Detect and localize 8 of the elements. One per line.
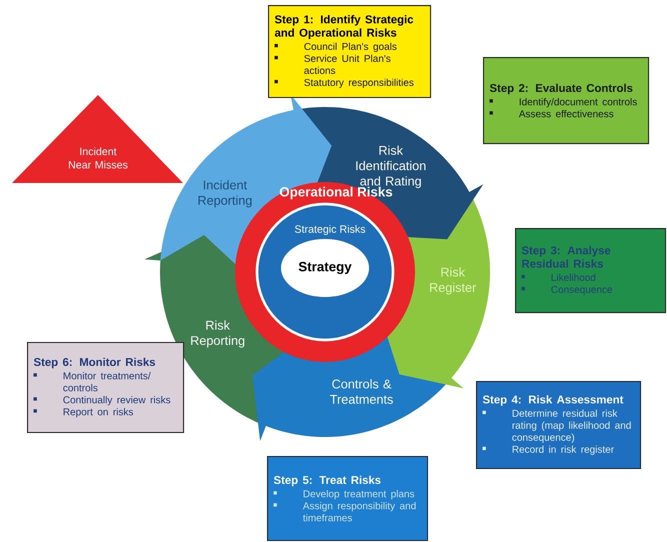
step-box: Step 5: Treat Risks Develop treatment plans Assign responsibility and timeframes (267, 456, 428, 542)
step-box: Step 3: Analyse Residual Risks Likelihood Consequence (515, 228, 666, 314)
step-box: Step 2: Evaluate Controls Identify/document controls Assess effectiveness (483, 57, 650, 144)
triangle: Incident Near Misses (12, 95, 183, 183)
step-box: Step 1: Identify Strategic and Operational Risks Council Plan's goals Service Unit Plan's actions Statutory responsibilities (268, 5, 432, 98)
step-box: Step 6: Monitor Risks Monitor treatments/ controls Continually review risks Report on risks (27, 342, 184, 434)
step-box: Step 4: Risk Assessment Determine residual risk rating (map likelihood and consequence) Record in risk register (476, 381, 642, 470)
cycle-segment: Controls & Treatments (252, 328, 452, 441)
